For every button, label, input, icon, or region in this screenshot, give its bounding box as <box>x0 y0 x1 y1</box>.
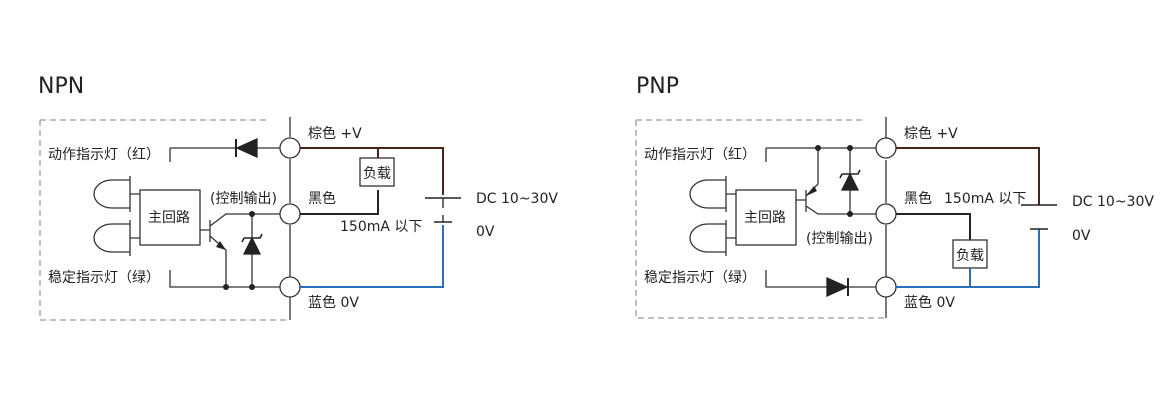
npn-0v-label: 0V <box>476 224 495 240</box>
npn-terminal-brown <box>279 137 301 159</box>
npn-blue-label: 蓝色 0V <box>308 294 359 311</box>
pnp-stable-led-label: 稳定指示灯（绿） <box>644 270 756 286</box>
pnp-led-wire <box>765 147 876 162</box>
npn-led-green-icon <box>93 223 130 253</box>
pnp-main-circuit-box <box>735 189 797 246</box>
npn-load-box <box>359 157 395 187</box>
pnp-black-wire <box>896 213 971 240</box>
pnp-diagram: PNP <box>635 74 1154 319</box>
pnp-brown-wire <box>896 147 1040 205</box>
pnp-load-label: 负载 <box>956 248 984 264</box>
pnp-led-diode <box>826 276 849 298</box>
npn-black-label: 黑色 <box>308 190 336 207</box>
npn-action-led-label: 动作指示灯（红） <box>48 147 160 163</box>
pnp-led-red-icon <box>689 179 726 209</box>
pnp-current-label: 150mA 以下 <box>944 191 1026 207</box>
npn-blue-wire <box>300 225 444 288</box>
pnp-transistor <box>796 148 876 215</box>
pnp-control-output-label: (控制输出) <box>806 231 873 247</box>
npn-current-label: 150mA 以下 <box>340 219 422 235</box>
pnp-blue-label: 蓝色 0V <box>904 294 955 311</box>
pnp-led-green-icon <box>689 223 726 253</box>
npn-main-circuit-box <box>139 189 201 246</box>
npn-led-diode <box>235 137 258 159</box>
pnp-main-circuit-label: 主回路 <box>744 210 786 226</box>
pnp-terminal-brown <box>875 137 897 159</box>
npn-terminal-blue <box>279 276 301 298</box>
npn-zener-icon <box>242 236 262 255</box>
pnp-sensor-frame <box>635 119 886 319</box>
npn-diagram: NPN <box>38 74 558 321</box>
pnp-0v-label: 0V <box>1072 228 1091 244</box>
pnp-action-led-label: 动作指示灯（红） <box>644 147 756 163</box>
npn-dc-label: DC 10~30V <box>476 191 558 207</box>
npn-main-circuit-label: 主回路 <box>148 210 190 226</box>
pnp-terminal-black <box>875 203 897 225</box>
pnp-dc-label: DC 10~30V <box>1072 194 1154 210</box>
npn-stable-led-label: 稳定指示灯（绿） <box>48 270 160 286</box>
pnp-zener-icon <box>840 172 860 191</box>
npn-black-wire <box>300 190 379 215</box>
npn-control-output-label: (控制输出) <box>210 191 277 207</box>
npn-brown-label: 棕色 +V <box>308 125 362 142</box>
npn-terminal-black <box>279 203 301 225</box>
pnp-brown-label: 棕色 +V <box>904 125 958 142</box>
npn-title: NPN <box>38 74 84 99</box>
npn-transistor <box>200 213 280 287</box>
npn-stable-wire <box>169 270 280 288</box>
pnp-stable-wire <box>765 270 876 288</box>
pnp-load-box <box>952 239 988 269</box>
npn-led-wire <box>169 147 280 162</box>
pnp-blue-wire <box>896 229 1040 288</box>
pnp-terminal-blue <box>875 276 897 298</box>
npn-sensor-frame <box>39 119 290 321</box>
npn-brown-wire <box>300 147 444 195</box>
npn-load-label: 负载 <box>363 166 391 182</box>
npn-led-red-icon <box>93 179 130 209</box>
pnp-black-label: 黑色 <box>904 190 932 207</box>
pnp-title: PNP <box>636 74 679 99</box>
